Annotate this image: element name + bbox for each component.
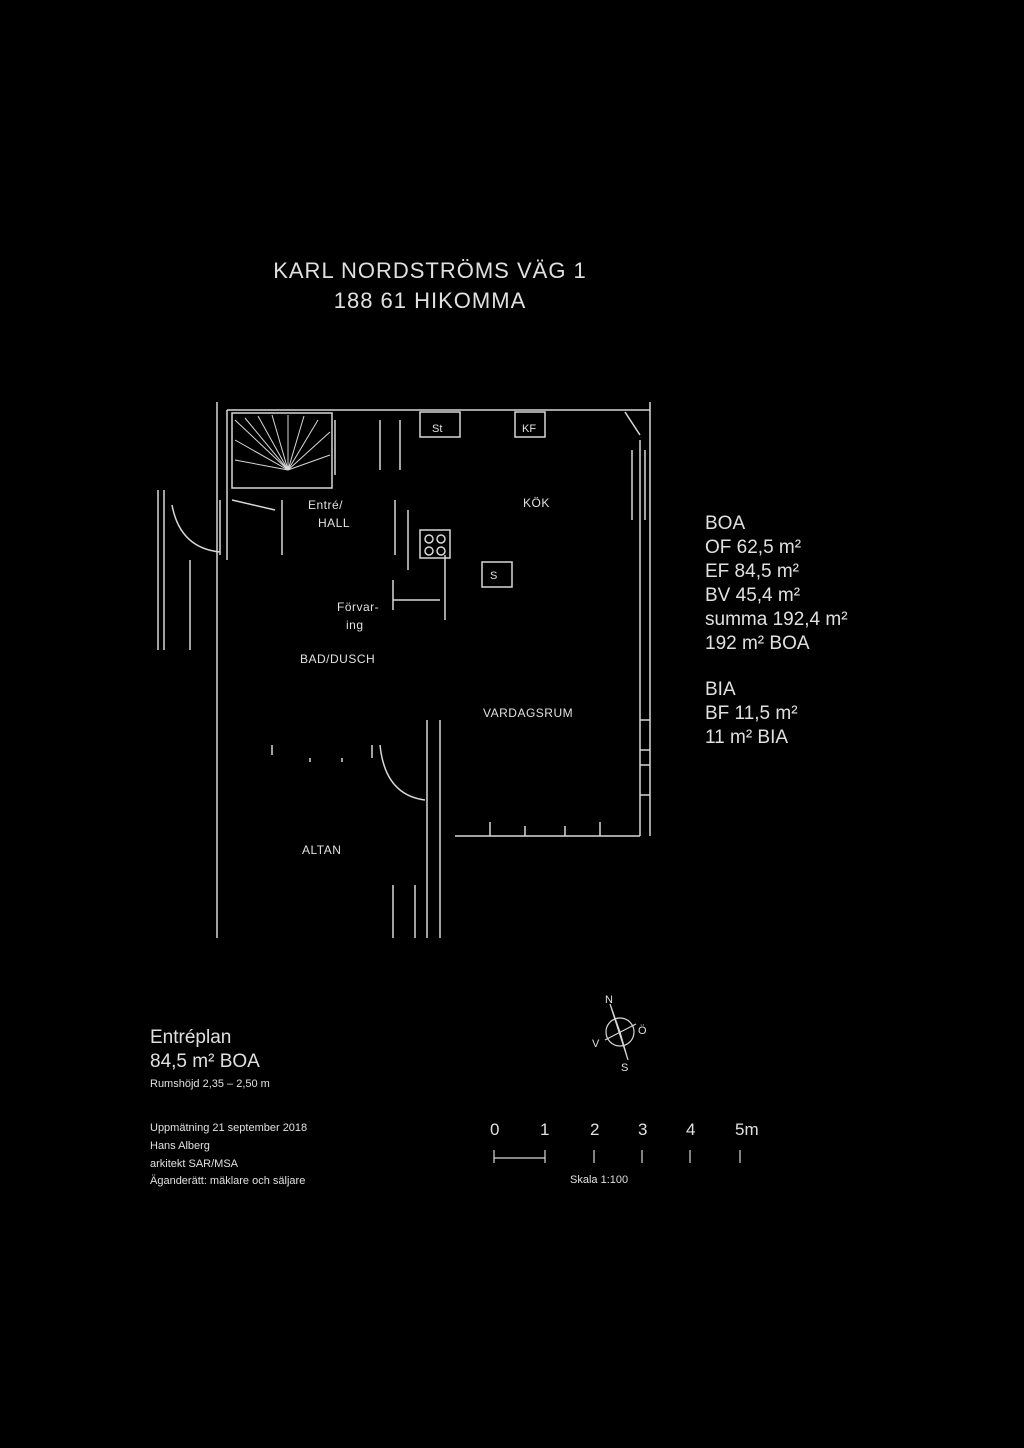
room-label-bad: BAD/DUSCH	[300, 652, 376, 666]
compass-e: Ö	[638, 1025, 647, 1037]
label-s: S	[490, 570, 498, 582]
scale-tick-0: 0	[490, 1120, 500, 1139]
area-boa-total: 192 m² BOA	[705, 633, 810, 654]
room-label-forrad-1: Förvar-	[337, 600, 380, 614]
area-bv: BV 45,4 m²	[705, 585, 801, 606]
compass-s: S	[621, 1062, 629, 1074]
label-st: St	[432, 423, 443, 435]
boa-title: BOA	[705, 513, 746, 534]
compass-n: N	[605, 994, 613, 1006]
area-ef: EF 84,5 m²	[705, 561, 799, 582]
address-line-2: 188 61 HIKOMMA	[333, 288, 527, 313]
address-line-1: KARL NORDSTRÖMS VÄG 1	[273, 258, 587, 283]
scale-tick-1: 1	[540, 1120, 550, 1139]
room-label-kok: KÖK	[523, 496, 550, 510]
label-kf: KF	[522, 423, 537, 435]
room-label-forrad-2: ing	[346, 618, 364, 632]
floor-area: 84,5 m² BOA	[150, 1051, 260, 1072]
floor-name: Entréplan	[150, 1027, 232, 1048]
credit-line-4: Äganderätt: mäklare och säljare	[150, 1175, 306, 1187]
room-label-altan: ALTAN	[302, 843, 342, 857]
area-bia-total: 11 m² BIA	[705, 727, 789, 748]
room-label-entre-1: Entré/	[308, 498, 344, 512]
area-summa: summa 192,4 m²	[705, 609, 848, 630]
credit-line-3: arkitekt SAR/MSA	[150, 1158, 239, 1170]
scale-tick-5: 5m	[735, 1120, 759, 1139]
room-label-vardagsrum: VARDAGSRUM	[483, 706, 574, 720]
scale-tick-2: 2	[590, 1120, 600, 1139]
area-of: OF 62,5 m²	[705, 537, 802, 558]
room-label-entre-2: HALL	[318, 516, 351, 530]
bia-title: BIA	[705, 679, 736, 700]
compass-w: V	[592, 1038, 600, 1050]
scale-tick-4: 4	[686, 1120, 696, 1139]
scale-tick-3: 3	[638, 1120, 648, 1139]
credit-line-1: Uppmätning 21 september 2018	[150, 1122, 308, 1134]
scale-label: Skala 1:100	[570, 1174, 629, 1186]
area-bf: BF 11,5 m²	[705, 703, 798, 724]
credit-line-2: Hans Alberg	[150, 1140, 210, 1152]
floor-ceiling: Rumshöjd 2,35 – 2,50 m	[150, 1078, 270, 1090]
